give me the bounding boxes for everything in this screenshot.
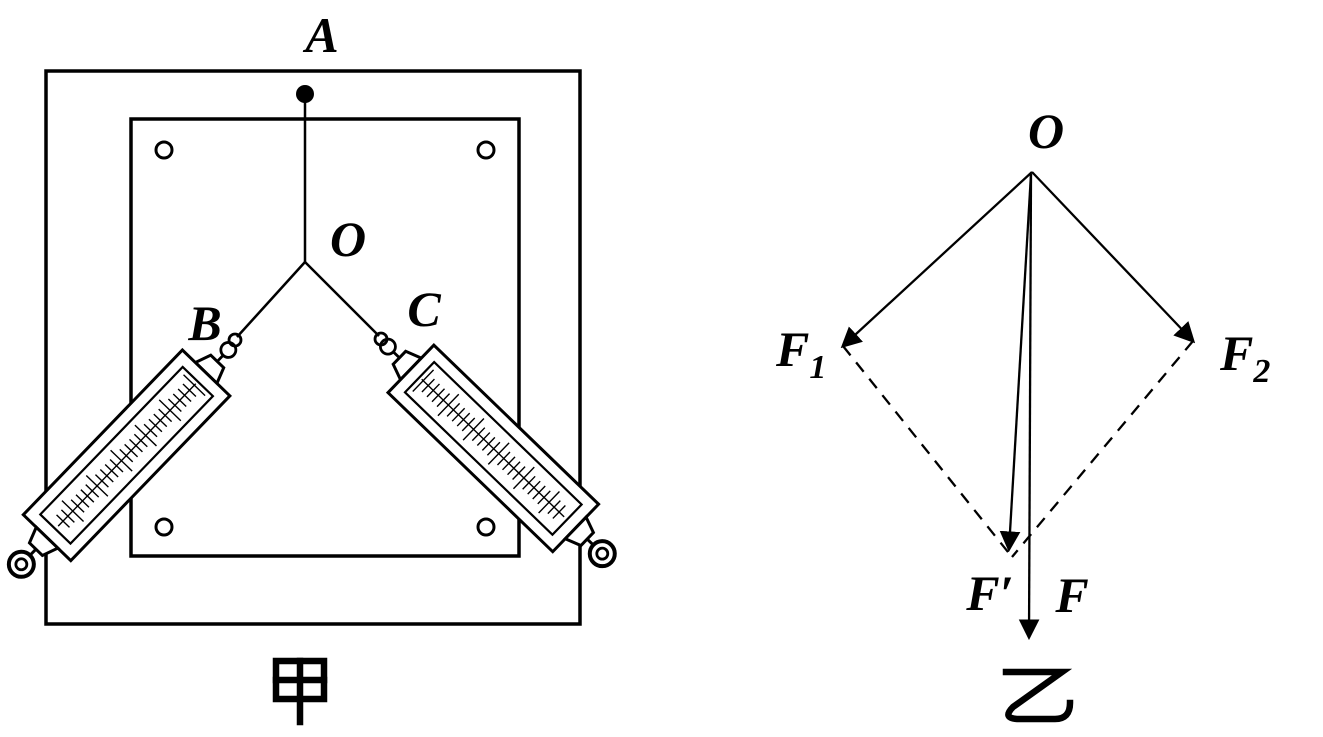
- wooden-board: [44, 69, 582, 626]
- label-f: F: [1054, 567, 1088, 623]
- parallelogram-side-left: [842, 345, 1013, 558]
- caption-jia-glyph: [272, 657, 328, 726]
- pin-a-dot: [296, 85, 314, 103]
- label-point-c: C: [407, 281, 441, 337]
- vector-f1: [840, 171, 1033, 349]
- label-point-o-right: O: [1028, 103, 1064, 159]
- string-o-to-b: [236, 261, 306, 338]
- figure-yi: O F1 F2 F′ F: [775, 103, 1270, 723]
- string-o-to-c: [304, 261, 380, 337]
- spring-scale-right: [357, 315, 637, 589]
- pinhole-bottom-right: [476, 517, 496, 537]
- vector-f2: [1031, 171, 1196, 344]
- vector-f: [1018, 173, 1040, 641]
- paper-sheet: [129, 117, 521, 558]
- label-point-o-left: O: [330, 211, 366, 267]
- label-point-b: B: [187, 295, 221, 351]
- caption-yi-glyph: [1002, 668, 1074, 723]
- pinhole-bottom-left: [154, 517, 174, 537]
- label-f2: F2: [1219, 325, 1270, 390]
- label-point-a: A: [302, 7, 338, 63]
- figure-jia: A O B C: [0, 7, 637, 726]
- vector-f-prime: [999, 173, 1033, 553]
- pinhole-top-left: [154, 140, 174, 160]
- label-f1: F1: [775, 321, 826, 386]
- label-f-prime: F′: [965, 565, 1013, 621]
- parallelogram-side-right: [1011, 340, 1194, 558]
- pinhole-top-right: [476, 140, 496, 160]
